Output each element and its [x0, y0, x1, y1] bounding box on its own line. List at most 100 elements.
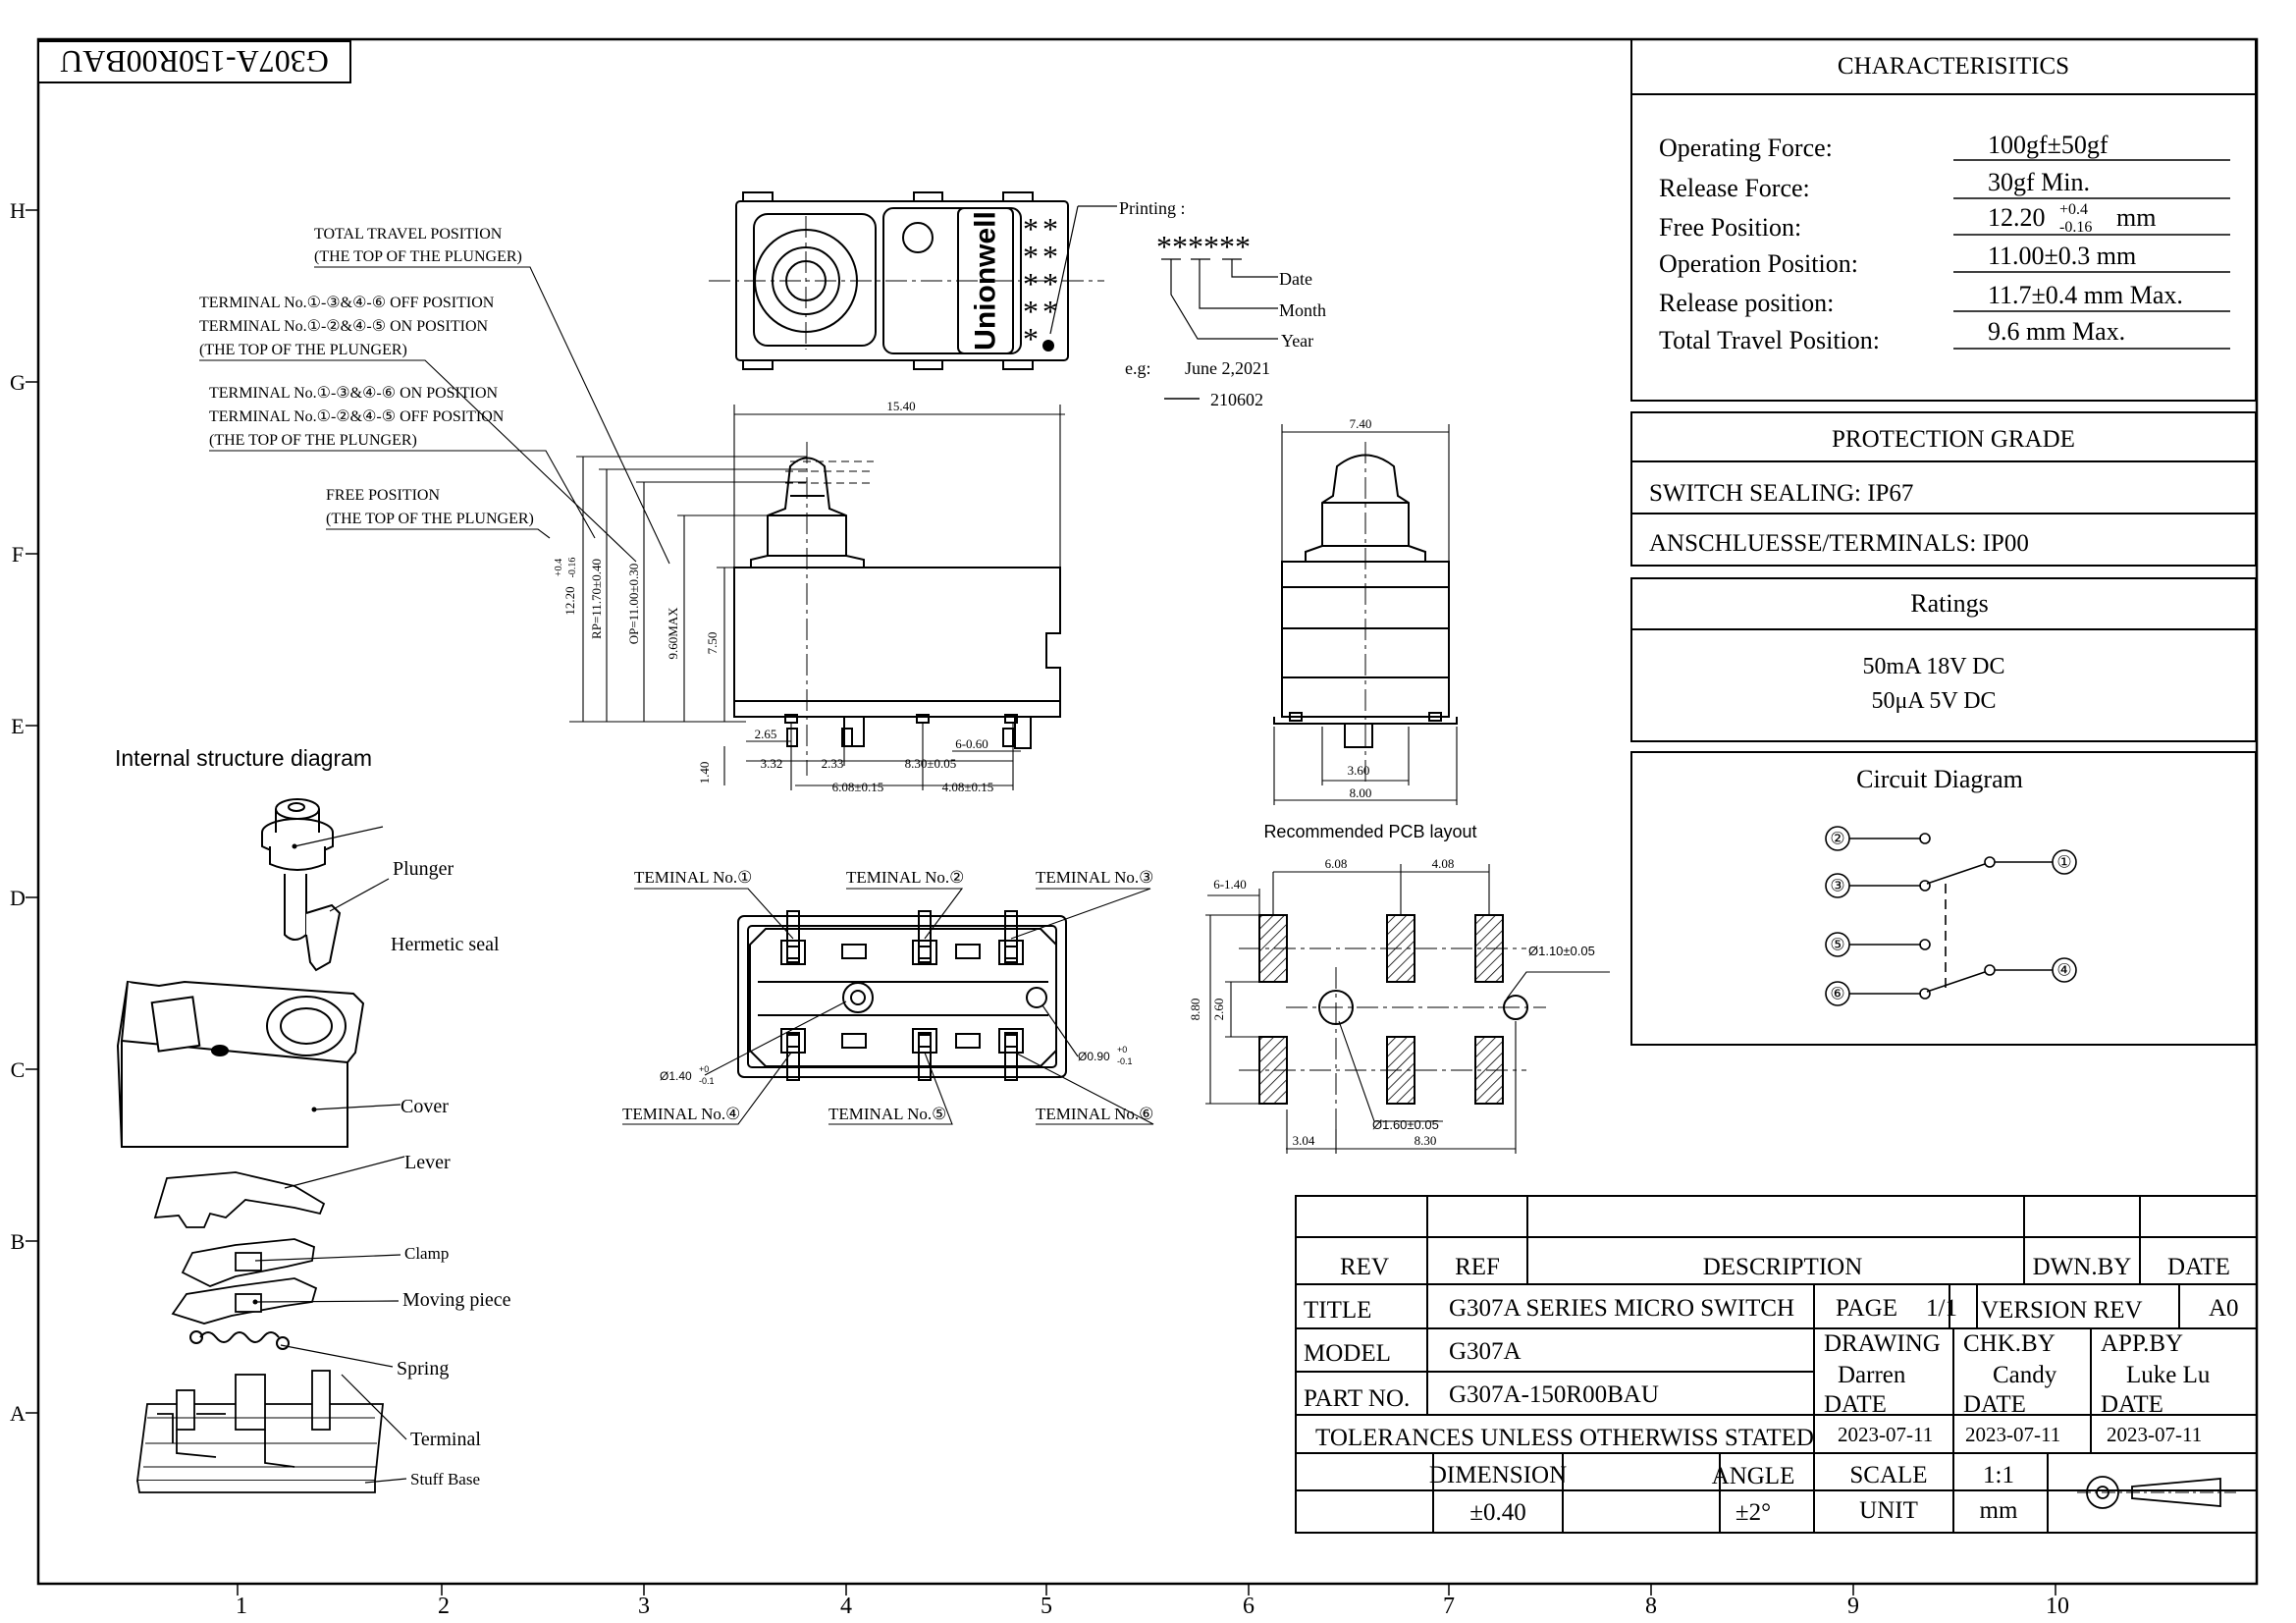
- circuit-panel: Circuit Diagram ② ③ ① ⑤ ⑥ ④: [1630, 751, 2257, 1046]
- dim-408: 4.08±0.15: [942, 780, 994, 794]
- char-value-sup: +0.4: [2059, 201, 2088, 218]
- internal-structure: Internal structure diagram: [115, 745, 511, 1493]
- tb-scale-value: 1:1: [1983, 1462, 2014, 1488]
- part-label-plunger: Plunger: [393, 858, 454, 880]
- part-label-spring: Spring: [397, 1358, 449, 1380]
- tb-chk-value: Candy: [1993, 1362, 2057, 1388]
- callout-month: Month: [1279, 300, 1326, 320]
- dim-free-tol: -0.16: [567, 558, 578, 578]
- tb-angle-value: ±2°: [1735, 1499, 1771, 1526]
- svg-text:*: *: [1023, 266, 1039, 301]
- part-label-terminal: Terminal: [410, 1429, 481, 1450]
- char-value: 11.7±0.4 mm Max.: [1988, 281, 2183, 309]
- dim-end-pin: 3.60: [1348, 763, 1370, 778]
- part-stamp-text: G307A-150R00BAU: [60, 44, 329, 80]
- ratings-panel: Ratings 50mA 18V DC 50μA 5V DC: [1630, 577, 2257, 742]
- char-value: 11.00±0.3 mm: [1988, 242, 2136, 270]
- hole-small-tol: +0: [1117, 1045, 1127, 1055]
- svg-text:*: *: [1042, 266, 1058, 301]
- dim-332: 3.32: [761, 756, 783, 771]
- row-letter: D: [10, 886, 26, 910]
- hole-big-tol: -0.1: [699, 1076, 715, 1086]
- tb-partno-label: PART NO.: [1304, 1385, 1410, 1412]
- dim-608: 6.08±0.15: [832, 780, 884, 794]
- circuit-terminal: ⑤: [1830, 936, 1844, 954]
- dim-free: 12.20: [562, 586, 577, 615]
- ratings-title: Ratings: [1910, 589, 1988, 618]
- char-value-suffix: mm: [2116, 203, 2156, 232]
- tb-chk-label: CHK.BY: [1963, 1330, 2056, 1357]
- tb-app-label: APP.BY: [2101, 1330, 2183, 1357]
- dim-end-width: 7.40: [1350, 416, 1372, 431]
- col-number: 7: [1443, 1594, 1455, 1619]
- callout-date: Date: [1279, 269, 1312, 289]
- col-number: 2: [438, 1594, 450, 1619]
- pcb-title: Recommended PCB layout: [1263, 822, 1476, 841]
- column-numbers: 1 2 3 4 5 6 7 8 9 10: [236, 1594, 2069, 1619]
- terminal-label-4: TEMINAL No.④: [622, 1105, 740, 1123]
- terminal-label-2: TEMINAL No.②: [846, 868, 964, 887]
- note-line: (THE TOP OF THE PLUNGER): [314, 248, 522, 265]
- row-letter: C: [11, 1057, 26, 1082]
- dim-tt: 9.60MAX: [666, 607, 680, 660]
- tb-date-value: 2023-07-11: [2107, 1423, 2202, 1446]
- svg-text:*: *: [1023, 294, 1039, 329]
- print-stars: *** ** *** *: [1023, 211, 1058, 356]
- pcb-dim-304: 3.04: [1293, 1133, 1315, 1148]
- svg-text:*: *: [1023, 321, 1039, 356]
- tb-date-header: DATE: [2167, 1254, 2230, 1280]
- terminal-label-5: TEMINAL No.⑤: [828, 1105, 946, 1123]
- tb-angle-label: ANGLE: [1712, 1463, 1795, 1489]
- char-label: Release position:: [1659, 289, 1834, 317]
- tb-rev-header: REV: [1340, 1254, 1389, 1280]
- protection-panel: PROTECTION GRADE SWITCH SEALING: IP67 AN…: [1630, 411, 2257, 567]
- pcb-dim-608: 6.08: [1325, 856, 1348, 871]
- row-letter: E: [11, 714, 24, 738]
- protection-terminals: ANSCHLUESSE/TERMINALS: IP00: [1649, 530, 2029, 557]
- hole-small-label: Ø0.90: [1078, 1050, 1110, 1063]
- tb-unit-value: mm: [1980, 1497, 2018, 1524]
- pcb-dim-830: 8.30: [1415, 1133, 1437, 1148]
- hole-big-tol: +0: [699, 1064, 709, 1074]
- printing-stars: ******: [1156, 229, 1251, 264]
- note-line: TERMINAL No.①-③&④-⑥ ON POSITION: [209, 385, 499, 402]
- pcb-dim-260: 2.60: [1211, 999, 1226, 1021]
- rating-line: 50μA 5V DC: [1871, 688, 1996, 714]
- tb-dimension-label: DIMENSION: [1429, 1462, 1567, 1488]
- svg-text:*: *: [1023, 211, 1039, 246]
- pcb-layout: Recommended PCB layout: [1188, 822, 1610, 1154]
- dim-end-base: 8.00: [1350, 785, 1372, 800]
- tb-date-value: 2023-07-11: [1838, 1423, 1933, 1446]
- end-view: 7.40 3.60 8.00: [1273, 416, 1458, 805]
- printing-label: Printing :: [1119, 198, 1186, 218]
- dim-lead: 1.40: [697, 762, 712, 784]
- tb-scale-label: SCALE: [1849, 1462, 1927, 1488]
- dim-660: 6-0.60: [955, 736, 988, 751]
- pcb-dim-140: 6-1.40: [1213, 877, 1247, 892]
- tb-drawing-label: DRAWING: [1824, 1330, 1941, 1357]
- char-value: 100gf±50gf: [1988, 131, 2109, 159]
- part-label-hermetic-seal: Hermetic seal: [391, 934, 500, 955]
- rating-line: 50mA 18V DC: [1863, 654, 2005, 679]
- tb-title-value: G307A SERIES MICRO SWITCH: [1449, 1295, 1794, 1322]
- bottom-view: TEMINAL No.① TEMINAL No.② TEMINAL No.③ T…: [622, 868, 1153, 1125]
- svg-text:*: *: [1042, 211, 1058, 246]
- tb-page-label: PAGE: [1836, 1295, 1897, 1322]
- brand-logo: Unionwell: [970, 211, 1002, 351]
- circuit-terminal: ④: [2056, 961, 2071, 980]
- tb-app-value: Luke Lu: [2126, 1362, 2211, 1388]
- dim-body-h: 7.50: [705, 632, 720, 655]
- row-letter: A: [10, 1401, 26, 1426]
- protection-sealing: SWITCH SEALING: IP67: [1649, 480, 1913, 507]
- part-label-moving-piece: Moving piece: [402, 1289, 511, 1311]
- callout-year: Year: [1281, 331, 1313, 351]
- char-value-sub: -0.16: [2059, 219, 2092, 236]
- tb-drawing-value: Darren: [1838, 1362, 1906, 1388]
- tb-date-label: DATE: [2101, 1391, 2163, 1418]
- characteristics-panel: CHARACTERISITICS Operating Force: Releas…: [1630, 38, 2257, 402]
- tb-version-label: VERSION REV: [1981, 1297, 2143, 1324]
- part-label-stuff-base: Stuff Base: [410, 1470, 480, 1488]
- pcb-dim-408: 4.08: [1432, 856, 1455, 871]
- dim-free-tol: +0.4: [554, 559, 564, 576]
